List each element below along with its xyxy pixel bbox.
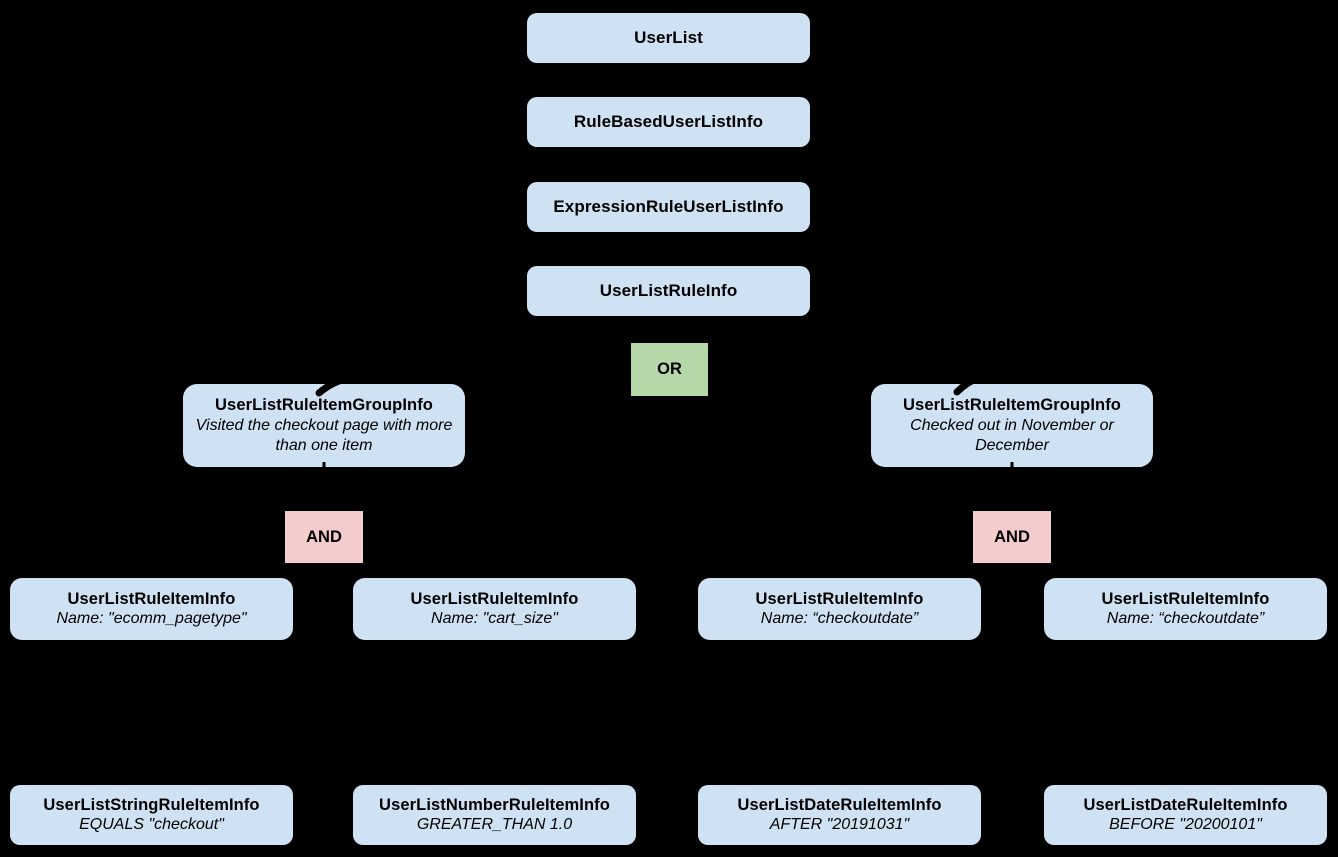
group-title: UserListRuleItemGroupInfo	[903, 396, 1121, 415]
rule-item-node-2: UserListRuleItemInfo Name: "cart_size"	[353, 578, 636, 640]
group-node-left: UserListRuleItemGroupInfo Visited the ch…	[183, 384, 465, 467]
node-userlistruleinfo: UserListRuleInfo	[527, 266, 810, 316]
operand-title: UserListDateRuleItemInfo	[737, 795, 942, 814]
operand-description: GREATER_THAN 1.0	[416, 816, 573, 834]
operand-title: UserListStringRuleItemInfo	[43, 795, 260, 814]
operand-node-3: UserListDateRuleItemInfo AFTER "20191031…	[698, 785, 981, 845]
rule-item-node-1: UserListRuleItemInfo Name: "ecomm_pagety…	[10, 578, 293, 640]
rule-item-title: UserListRuleItemInfo	[1101, 589, 1270, 608]
rule-item-title: UserListRuleItemInfo	[755, 589, 924, 608]
or-operator-label: OR	[657, 360, 682, 378]
rule-item-description: Name: “checkoutdate”	[1106, 610, 1265, 628]
rule-item-title: UserListRuleItemInfo	[410, 589, 579, 608]
node-userlist: UserList	[527, 13, 810, 63]
and-operator-label: AND	[306, 527, 342, 546]
operand-node-2: UserListNumberRuleItemInfo GREATER_THAN …	[353, 785, 636, 845]
rule-item-title: UserListRuleItemInfo	[67, 589, 236, 608]
rule-item-description: Name: "cart_size"	[431, 610, 558, 628]
group-title: UserListRuleItemGroupInfo	[215, 396, 433, 415]
node-label: UserList	[634, 28, 703, 48]
operand-title: UserListDateRuleItemInfo	[1083, 795, 1288, 814]
node-label: ExpressionRuleUserListInfo	[553, 197, 784, 217]
rule-item-description: Name: “checkoutdate”	[760, 610, 919, 628]
operand-description: EQUALS "checkout"	[79, 816, 224, 834]
node-expressionruleuserlistinfo: ExpressionRuleUserListInfo	[527, 182, 810, 232]
operand-title: UserListNumberRuleItemInfo	[379, 795, 610, 814]
group-description: Visited the checkout page with more than…	[195, 416, 453, 454]
group-description: Checked out in November or December	[910, 416, 1114, 454]
or-operator-badge: OR	[631, 343, 708, 396]
node-label: UserListRuleInfo	[599, 281, 738, 301]
operand-description: AFTER "20191031"	[769, 816, 910, 834]
rule-item-description: Name: "ecomm_pagetype"	[56, 610, 247, 628]
node-label: RuleBasedUserListInfo	[573, 112, 764, 132]
rule-item-node-3: UserListRuleItemInfo Name: “checkoutdate…	[698, 578, 981, 640]
operand-node-1: UserListStringRuleItemInfo EQUALS "check…	[10, 785, 293, 845]
operand-node-4: UserListDateRuleItemInfo BEFORE "2020010…	[1044, 785, 1327, 845]
and-operator-badge-left: AND	[285, 511, 363, 563]
group-node-right: UserListRuleItemGroupInfo Checked out in…	[871, 384, 1153, 467]
node-rulebaseduserlistinfo: RuleBasedUserListInfo	[527, 97, 810, 147]
operand-description: BEFORE "20200101"	[1109, 816, 1262, 834]
and-operator-label: AND	[994, 527, 1030, 546]
and-operator-badge-right: AND	[973, 511, 1051, 563]
rule-item-node-4: UserListRuleItemInfo Name: “checkoutdate…	[1044, 578, 1327, 640]
